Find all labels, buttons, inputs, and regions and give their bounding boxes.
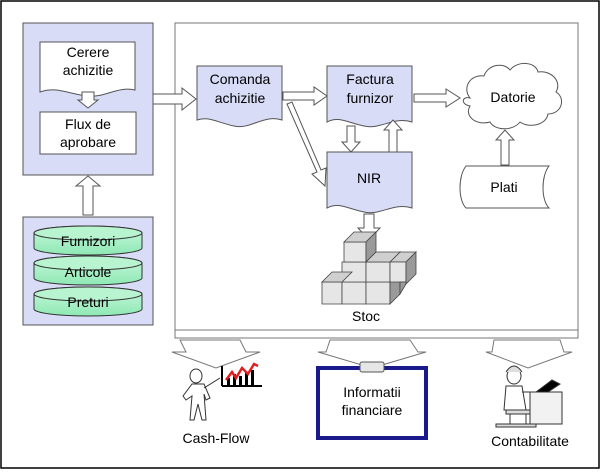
stoc-blocks-icon [321,231,417,305]
arrow-to-cashflow [171,339,261,369]
comanda-label-1: Comanda [210,71,271,87]
factura-label-1: Factura [346,71,394,87]
informatii-label-1: Informatii [343,384,401,400]
preturi-label: Preturi [67,294,108,310]
distribution-line [174,330,579,339]
arrow-factura-to-nir [340,125,362,153]
arrow-cerere-to-flux [76,91,100,109]
cerere-label-1: Cerere [67,44,110,60]
informatii-label-2: financiare [342,402,403,418]
plati-shape [459,165,551,209]
process-frame [174,22,579,331]
datorie-cloud [462,63,563,130]
arrow-db-to-panel [74,175,102,216]
cashflow-chart-icon [221,362,262,387]
furnizori-label: Furnizori [61,233,115,249]
plati-label: Plati [490,179,517,195]
nir-document-shape [326,151,413,214]
arrow-nir-to-factura [382,119,404,153]
contabilitate-label: Contabilitate [491,433,569,449]
arrow-comanda-to-factura [282,86,328,106]
furnizori-cylinder [33,225,143,256]
arrow-comanda-to-nir [286,101,327,188]
articole-label: Articole [65,264,112,280]
flux-label-2: aprobare [60,134,116,150]
arrow-plati-to-datorie [494,129,516,166]
cashflow-label: Cash-Flow [183,430,251,446]
comanda-document-shape [196,65,283,128]
accountant-icon [495,365,563,428]
clipboard-icon [316,361,428,440]
flux-label-1: Flux de [65,116,111,132]
factura-label-2: furnizor [347,90,394,106]
stoc-label: Stoc [352,308,380,324]
cashflow-presenter-icon [182,368,221,421]
comanda-label-2: achizitie [215,90,266,106]
arrow-to-informatii [317,339,427,369]
cerere-label-2: achizitie [63,62,114,78]
flux-aprobare-box [39,111,137,155]
arrow-to-contabilitate [485,339,573,369]
arrow-factura-to-datorie [413,88,461,108]
preturi-cylinder [33,286,143,317]
arrow-panel-to-comanda [152,86,197,112]
factura-document-shape [326,65,413,128]
articole-cylinder [33,255,143,286]
datorie-label: Datorie [490,89,535,105]
nir-label: NIR [357,170,381,186]
